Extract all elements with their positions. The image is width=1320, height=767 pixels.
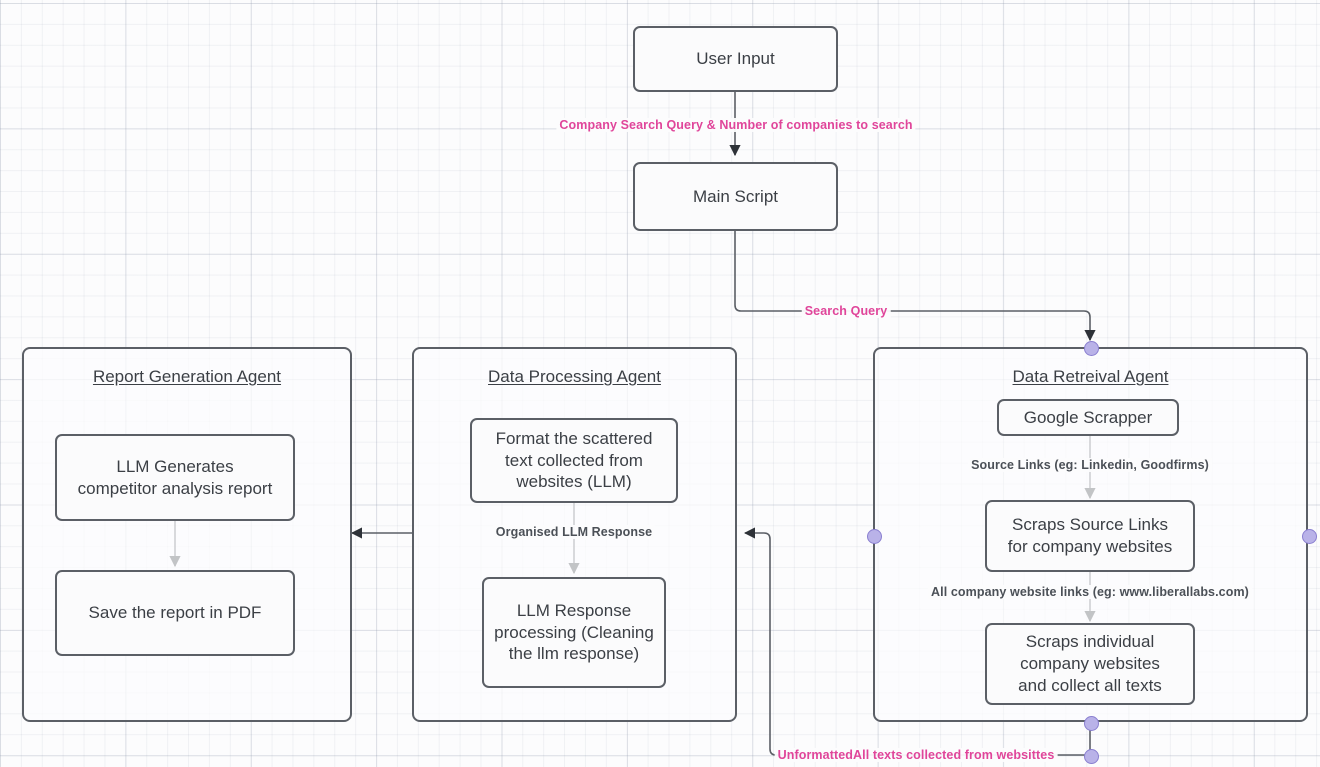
connector-dot-unformatted-label[interactable] <box>1083 748 1099 764</box>
edge-label-all-company-links: All company website links (eg: www.liber… <box>928 585 1252 599</box>
group-title-data-processing-agent: Data Processing Agent <box>412 366 737 389</box>
connector-dot-retrieval-bottom[interactable] <box>1083 715 1099 731</box>
edge-label-company-search-query: Company Search Query & Number of compani… <box>556 118 916 132</box>
node-save-report-pdf[interactable]: Save the report in PDF <box>55 570 295 656</box>
edge-label-source-links: Source Links (eg: Linkedin, Goodfirms) <box>968 458 1212 472</box>
node-scraps-individual-websites[interactable]: Scraps individual company websites and c… <box>985 623 1195 705</box>
node-llm-response-processing[interactable]: LLM Response processing (Cleaning the ll… <box>482 577 666 688</box>
group-title-text: Report Generation Agent <box>92 367 282 386</box>
node-scraps-source-links[interactable]: Scraps Source Links for company websites <box>985 500 1195 572</box>
group-title-text: Data Processing Agent <box>488 367 661 386</box>
node-google-scrapper[interactable]: Google Scrapper <box>997 399 1179 436</box>
node-main-script[interactable]: Main Script <box>633 162 838 231</box>
edge-label-organised-llm-response: Organised LLM Response <box>492 525 656 539</box>
connector-dot-retrieval-left[interactable] <box>866 528 882 544</box>
connector-dot-retrieval-top[interactable] <box>1083 340 1099 356</box>
group-title-report-generation-agent: Report Generation Agent <box>22 366 352 389</box>
edge-main-script-to-data-retrieval <box>734 231 1096 342</box>
edge-label-unformatted-texts: UnformattedAll texts collected from webs… <box>774 748 1058 762</box>
group-title-data-retrieval-agent: Data Retreival Agent <box>873 366 1308 389</box>
group-report-generation-agent[interactable] <box>22 347 352 722</box>
node-llm-generates-report[interactable]: LLM Generates competitor analysis report <box>55 434 295 521</box>
node-user-input[interactable]: User Input <box>633 26 838 92</box>
connector-dot-retrieval-right[interactable] <box>1301 528 1317 544</box>
group-title-text: Data Retreival Agent <box>1012 367 1169 386</box>
node-format-scattered-text[interactable]: Format the scattered text collected from… <box>470 418 678 503</box>
edge-label-search-query: Search Query <box>801 304 891 318</box>
